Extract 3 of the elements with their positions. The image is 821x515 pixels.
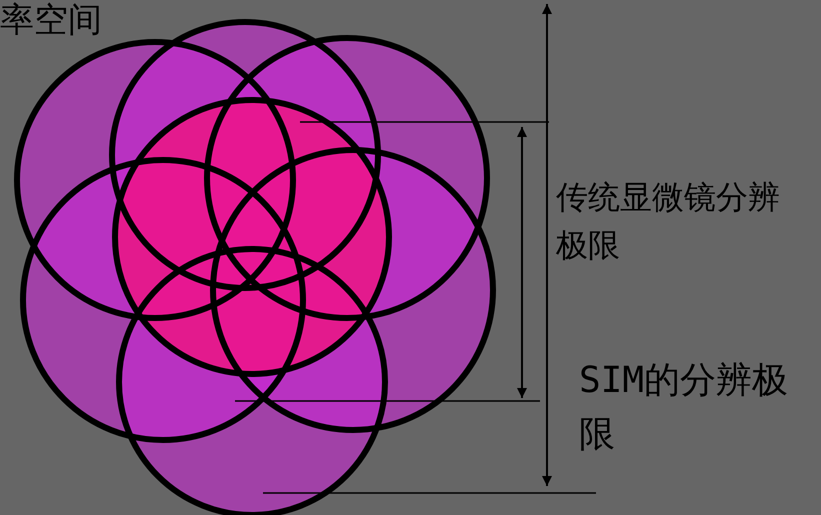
text-label: SIM的分辨极限: [579, 359, 790, 457]
text-label: 率空间: [0, 0, 103, 40]
text-label: 传统显微镜分辨极限: [556, 177, 781, 266]
